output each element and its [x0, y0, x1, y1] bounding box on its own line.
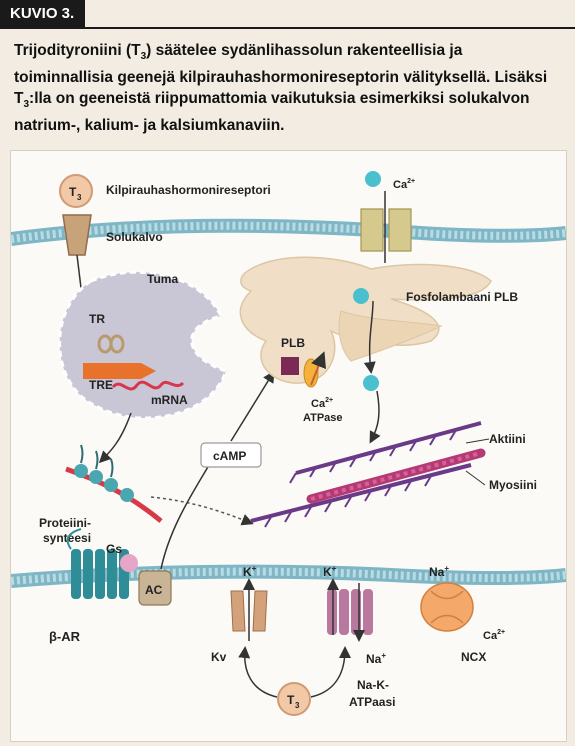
actin-filament-top	[289, 421, 482, 484]
ca-top-label: Ca2+	[393, 178, 415, 191]
membrane-label: Solukalvo	[106, 230, 163, 244]
t3-to-kv-arrow	[238, 646, 278, 698]
cell-diagram: T 3 Kilpirauhashormonireseptori Solukalv…	[10, 171, 567, 716]
ca-ion-mid	[353, 288, 369, 304]
mrna-label: mRNA	[151, 393, 188, 407]
ca-ion-low	[363, 375, 379, 391]
camp-to-plb-arrow	[230, 370, 275, 442]
svg-text:T: T	[287, 693, 295, 707]
ca-right-label: Ca2+	[483, 629, 505, 642]
protein-label-1: Proteiini-	[39, 516, 91, 530]
nucleus-label: Tuma	[147, 272, 178, 286]
gs-label: Gs	[106, 542, 122, 556]
k-mid-label: K+	[323, 564, 337, 579]
tre-arrow	[83, 363, 156, 379]
t3-top-circle: T 3	[59, 174, 93, 208]
myosiini-label: Myosiini	[489, 478, 537, 492]
top-membrane	[10, 218, 567, 246]
ca-atpase-pump	[303, 351, 326, 388]
ribosomes	[65, 444, 163, 523]
ncx-exchanger	[420, 582, 474, 632]
ac-enzyme: AC	[138, 570, 172, 606]
mrna-arrow	[98, 412, 132, 464]
aktiini-pointer	[465, 438, 490, 444]
fosfolambaani-label: Fosfolambaani PLB	[406, 290, 518, 304]
k-left-label: K+	[243, 564, 257, 579]
actin-filament-bottom	[250, 463, 472, 528]
svg-text:T: T	[69, 185, 77, 199]
kv-label: Kv	[211, 650, 227, 664]
figure-caption: Trijodityroniini (T3) säätelee sydänliha…	[14, 40, 564, 136]
plb-square	[281, 357, 299, 375]
na-mid-label: Na+	[366, 651, 386, 666]
diagram-panel: T 3 Kilpirauhashormonireseptori Solukalv…	[10, 150, 567, 742]
ac-to-camp-arrow	[160, 448, 219, 570]
t3-to-nak-arrow	[310, 646, 351, 698]
ca-to-actin-arrow	[369, 390, 381, 444]
kv-channel	[230, 590, 268, 632]
t3-bottom-circle: T 3	[277, 682, 311, 716]
caption-line-2: toiminnallisia geenejä kilpirauhashormon…	[14, 69, 548, 87]
na-right-label: Na+	[429, 564, 449, 579]
receptor-channel	[62, 214, 92, 256]
caption-line-4: natrium-, kalium- ja kalsiumkanaviin.	[14, 117, 285, 135]
camp-box: cAMP	[200, 442, 262, 468]
receptor-label: Kilpirauhashormonireseptori	[106, 183, 271, 197]
svg-text:3: 3	[77, 193, 82, 202]
figure-tag: KUVIO 3.	[0, 0, 85, 28]
sarcoplasmic-reticulum	[239, 256, 492, 384]
mrna-strand	[111, 380, 185, 391]
caption-line-1: Trijodityroniini (T3) säätelee sydänliha…	[14, 42, 463, 63]
myosiini-pointer	[465, 470, 486, 486]
beta-ar-label: β-AR	[49, 629, 81, 644]
ca-channel-top	[360, 208, 412, 252]
gs-protein	[120, 554, 138, 572]
protein-label-2: synteesi	[43, 531, 91, 545]
header-rule	[0, 27, 575, 29]
protein-to-actin-arrow	[150, 496, 254, 526]
svg-text:AC: AC	[145, 583, 163, 597]
ca-path-mid	[363, 300, 376, 374]
nak-label-2: ATPaasi	[349, 695, 395, 709]
myosin-filament	[306, 448, 486, 504]
ca-ion-top	[365, 171, 381, 187]
nucleus	[58, 270, 228, 420]
na-k-atpase	[327, 589, 373, 635]
tr-rings	[97, 334, 125, 354]
caption-line-3: T3:lla on geeneistä riippumattomia vaiku…	[14, 90, 530, 111]
svg-text:3: 3	[295, 701, 300, 710]
svg-text:cAMP: cAMP	[213, 449, 246, 463]
nak-label-1: Na-K-	[357, 678, 389, 692]
ca-atpase-label-1: Ca2+	[311, 397, 333, 410]
ca-atpase-label-2: ATPase	[303, 412, 343, 424]
aktiini-label: Aktiini	[489, 432, 526, 446]
plb-label: PLB	[281, 336, 305, 350]
ncx-label: NCX	[461, 650, 486, 664]
tre-label: TRE	[89, 378, 113, 392]
tr-label: TR	[89, 312, 105, 326]
bottom-membrane	[10, 564, 567, 588]
